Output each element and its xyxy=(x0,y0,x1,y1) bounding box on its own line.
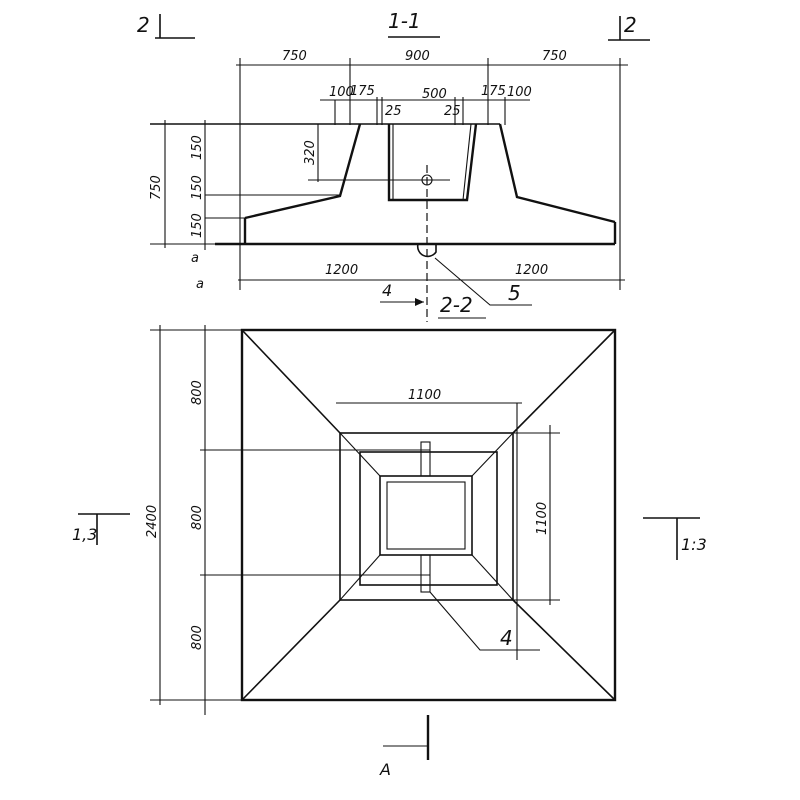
dim-750-right: 750 xyxy=(542,49,567,64)
bottom-dimension: 1200 1200 xyxy=(238,263,625,281)
cut-mark-right-label: 1:3 xyxy=(681,535,707,554)
pedestal-top xyxy=(359,451,498,586)
loop-leader xyxy=(434,257,532,306)
section-1-1: 1-1 2 2 750 900 750 100 xyxy=(137,9,650,322)
cut-mark-left-label: 1,3 xyxy=(72,525,97,544)
foundation-section-outline xyxy=(150,123,617,246)
plan-view: 4 1100 1100 2400 800 800 800 1,3 1:3 A xyxy=(72,325,707,779)
dim-1200-left: 1200 xyxy=(325,263,358,278)
lifting-loop-bottom xyxy=(420,554,431,593)
socket-bottom xyxy=(386,481,466,550)
dim-800-bottom: 800 xyxy=(190,625,205,650)
lifting-loop-section xyxy=(416,243,437,258)
dim-800-top: 800 xyxy=(190,380,205,405)
section-title: 1-1 xyxy=(388,9,421,33)
dim-100-right: 100 xyxy=(507,85,532,100)
dim-150-top: 150 xyxy=(190,135,205,160)
dim-100-left: 100 xyxy=(329,85,354,100)
base-outline xyxy=(240,328,617,702)
dim-150-bottom: 150 xyxy=(190,213,205,238)
note-a-small: a xyxy=(191,251,199,266)
dim-25-right: 25 xyxy=(444,104,461,119)
dim-150-mid: 150 xyxy=(190,175,205,200)
view-arrow-label: 4 xyxy=(382,281,392,300)
pedestal-outline xyxy=(339,432,514,601)
dim-1100-height: 1100 xyxy=(535,502,550,535)
callout-5: 5 xyxy=(508,281,521,305)
dim-800-mid: 800 xyxy=(190,505,205,530)
socket-outline xyxy=(379,475,473,556)
dim-1200-right: 1200 xyxy=(515,263,548,278)
lifting-loop-top xyxy=(420,441,431,477)
dim-1100-width: 1100 xyxy=(408,388,441,403)
top-dimension: 750 900 750 xyxy=(236,49,628,290)
dim-900: 900 xyxy=(405,49,430,64)
callout-4: 4 xyxy=(500,626,513,650)
dim-750-left: 750 xyxy=(282,49,307,64)
pedestal-dimension: 100 175 500 175 100 25 25 xyxy=(320,84,532,125)
dim-750-height: 750 xyxy=(149,175,164,200)
dim-2400: 2400 xyxy=(145,505,160,538)
note-a: a xyxy=(196,277,204,292)
dim-500: 500 xyxy=(422,87,447,102)
bottom-mark-label: A xyxy=(379,760,391,779)
cut-mark-right-label: 2 xyxy=(624,13,637,37)
cut-mark-left-label: 2 xyxy=(137,13,150,37)
dim-175-left: 175 xyxy=(350,84,375,99)
dim-25-left: 25 xyxy=(385,104,402,119)
section-ref-2-2: 2-2 xyxy=(440,293,473,317)
arrowhead-icon xyxy=(415,298,424,306)
height-dimension: 750 150 150 150 320 a a xyxy=(149,120,450,292)
dim-175-right: 175 xyxy=(481,84,506,99)
loop-leader-plan xyxy=(429,591,540,651)
diagonal-edges xyxy=(241,329,616,701)
dim-320: 320 xyxy=(303,140,318,165)
